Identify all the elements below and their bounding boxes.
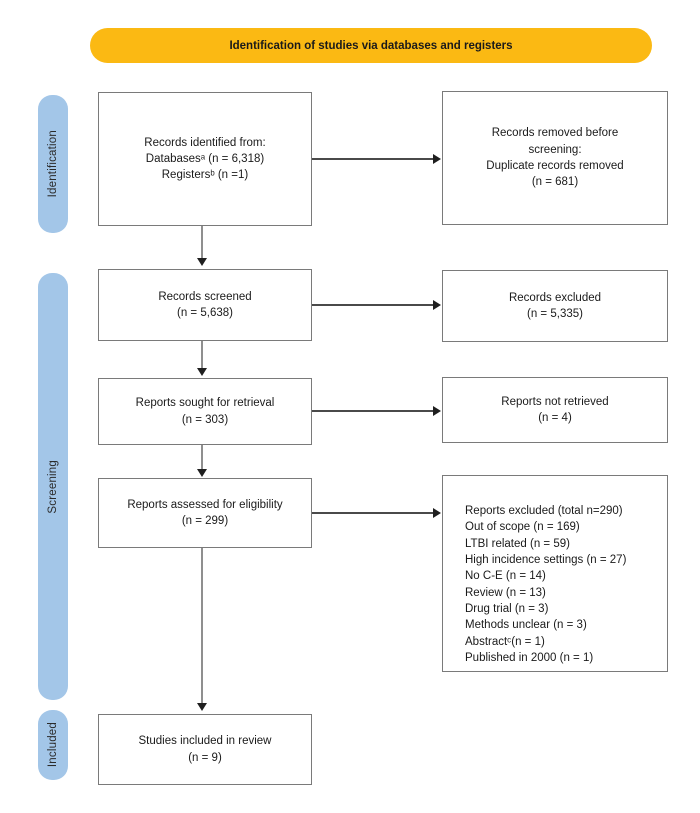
arrow-identified-to-screened [197,226,207,266]
arrow-sought-to-not-retrieved [312,406,441,416]
stage-label-identification: Identification [47,130,59,198]
box-studies-included: Studies included in review (n = 9) [98,714,312,785]
box-text-line: Methods unclear (n = 3) [465,619,587,632]
box-text-line: (n = 9) [188,751,222,764]
box-text-line: Published in 2000 (n = 1) [465,651,594,664]
box-text-line: Databasesᵃ (n = 6,318) [145,152,265,165]
arrow-assessed-to-included [197,548,207,711]
stage-bar-included: Included [38,710,68,780]
box-reports-assessed: Reports assessed for eligibility (n = 299… [98,478,312,548]
arrow-screened-to-sought [197,341,207,376]
box-text-line: Records removed before [491,127,619,140]
box-records-excluded: Records excluded (n = 5,335) [442,270,668,342]
stage-bar-screening: Screening [38,273,68,700]
box-reports-not-retrieved: Reports not retrieved (n = 4) [442,377,668,443]
box-text-line: Review (n = 13) [465,586,546,599]
box-reports-sought: Reports sought for retrieval (n = 303) [98,378,312,445]
box-text-line: Registersᵇ (n =1) [161,169,249,182]
box-text-line: Studies included in review [138,735,272,748]
header-banner: Identification of studies via databases … [90,28,652,63]
box-records-identified: Records identified from: Databasesᵃ (n = … [98,92,312,226]
box-text-line: (n = 4) [538,412,572,424]
box-reports-excluded-details: Reports excluded (total n=290) Out of sco… [442,475,668,672]
box-text-line: High incidence settings (n = 27) [465,553,627,566]
stage-bar-identification: Identification [38,95,68,233]
box-text-line: Reports assessed for eligibility [127,498,283,511]
box-text-line: (n = 5,335) [527,308,583,320]
box-text-line: Records identified from: [144,136,266,149]
header-title: Identification of studies via databases … [229,39,513,52]
box-text-line: Drug trial (n = 3) [465,602,549,615]
arrow-identified-to-removed [312,154,441,164]
box-text-line: Records excluded [508,291,602,304]
box-records-removed: Records removed before screening: Duplicat… [442,91,668,225]
arrow-sought-to-assessed [197,445,207,477]
box-records-screened: Records screened (n = 5,638) [98,269,312,341]
box-text-line: screening: [528,143,582,156]
box-text-line: Reports not retrieved [501,395,609,408]
stage-label-included: Included [47,722,59,768]
box-text-line: Reports excluded (total n=290) [465,505,623,517]
arrow-assessed-to-reports-excluded [312,508,441,518]
box-text-line: Records screened [158,290,252,303]
box-text-line: No C-E (n = 14) [465,570,546,583]
box-text-line: Reports sought for retrieval [135,397,275,410]
box-text-line: Abstractᶜ(n = 1) [465,635,545,648]
box-text-line: Duplicate records removed [486,160,624,172]
box-text-line: (n = 303) [181,413,229,426]
box-text-line: (n = 681) [531,176,579,189]
box-text-line: LTBI related (n = 59) [465,537,570,550]
box-text-line: Out of scope (n = 169) [465,521,580,534]
stage-label-screening: Screening [47,459,59,514]
arrow-screened-to-excluded [312,300,441,310]
box-text-line: (n = 5,638) [177,307,233,319]
box-text-line: (n = 299) [181,515,229,527]
